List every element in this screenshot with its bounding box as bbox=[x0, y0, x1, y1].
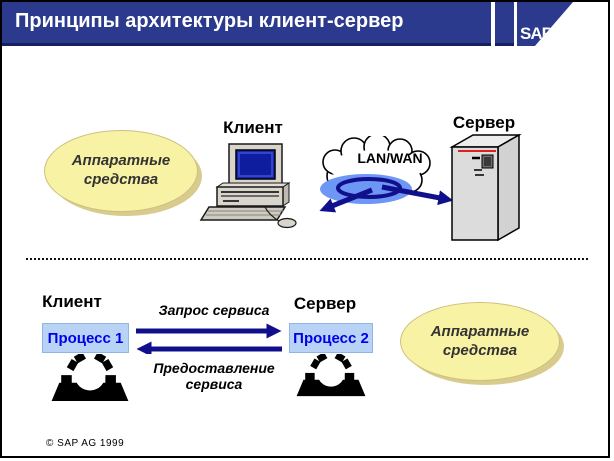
gear-icon bbox=[51, 354, 129, 402]
arrow-to-client-icon bbox=[319, 187, 373, 213]
hardware-label-bottom: Аппаратные средства bbox=[430, 322, 530, 359]
network-label: LAN/WAN bbox=[357, 150, 423, 166]
response-label: Предоставление сервиса bbox=[153, 360, 275, 393]
sap-logo-text: SAP bbox=[520, 24, 553, 43]
gear-icon bbox=[296, 354, 366, 397]
sap-logo: SAP bbox=[517, 2, 573, 46]
title-bar-segment bbox=[495, 2, 514, 46]
desktop-computer-icon bbox=[199, 143, 297, 229]
arrow-to-server-icon bbox=[381, 184, 454, 206]
page-title: Принципы архитектуры клиент-сервер bbox=[15, 10, 404, 32]
process1-label: Процесс 1 bbox=[47, 329, 124, 347]
copyright-text: © SAP AG 1999 bbox=[46, 438, 125, 449]
section-divider bbox=[26, 258, 588, 260]
process2-box: Процесс 2 bbox=[289, 323, 373, 353]
hardware-label-top: Аппаратные средства bbox=[71, 152, 171, 188]
request-response-arrows bbox=[136, 323, 282, 354]
client-label-top: Клиент bbox=[223, 118, 283, 137]
server-label-top: Сервер bbox=[452, 113, 516, 132]
hardware-ellipse-top: Аппаратные средства bbox=[44, 130, 198, 212]
request-label: Запрос сервиса bbox=[158, 302, 270, 318]
client-label-bottom: Клиент bbox=[42, 292, 102, 311]
cloud-icon bbox=[319, 136, 454, 213]
hardware-ellipse-bottom: Аппаратные средства bbox=[400, 302, 560, 381]
process2-label: Процесс 2 bbox=[293, 329, 369, 347]
process1-box: Процесс 1 bbox=[42, 323, 129, 353]
server-tower-icon bbox=[449, 133, 522, 242]
title-bar: Принципы архитектуры клиент-сервер bbox=[2, 2, 491, 46]
server-label-bottom: Сервер bbox=[293, 294, 357, 313]
